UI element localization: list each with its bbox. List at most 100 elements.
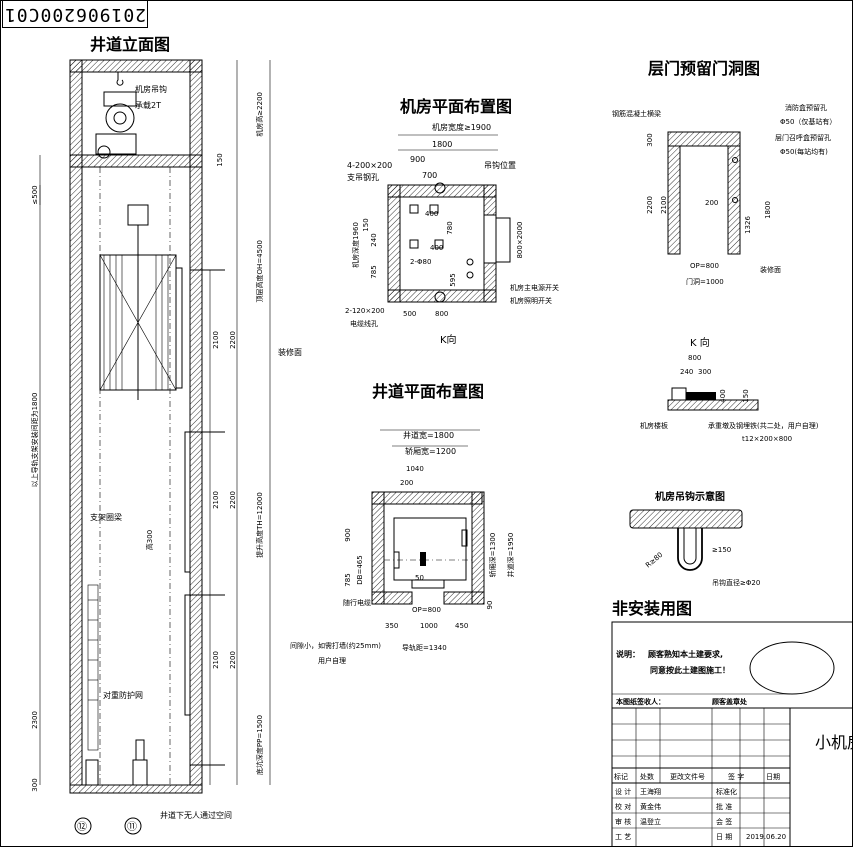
kview-w300-label: 300 xyxy=(698,368,711,376)
elevation-d500-label: ≤500 xyxy=(31,185,39,204)
titleblock-rows-2-0-label: 审 核 xyxy=(615,817,631,826)
titleblock-product-label: 小机房 xyxy=(815,733,853,752)
elevation-axis_11-label: ⑪ xyxy=(127,821,137,833)
cw-buffer xyxy=(85,759,99,786)
landing-d2100-label: 2100 xyxy=(660,196,668,214)
machine_room-cable_hole-label: 2-120×200 xyxy=(345,307,385,315)
machine_room-d400a-label: 400 xyxy=(425,210,438,218)
hoistway-plan: 井道平面布置图 井道宽=1800 轿厢宽=1200 1040 200 900 轿… xyxy=(290,382,515,665)
elevation-decoration-label: 装修面 xyxy=(278,347,302,357)
elevation-machine_height-label: 机房高≥2200 xyxy=(255,92,264,137)
hoistway-note1-label: 间隙小，如需打墙(约25mm) xyxy=(290,641,381,650)
hook-dia-label: 吊钩直径≥Φ20 xyxy=(712,578,760,587)
hoistway-d465-label: DB=465 xyxy=(356,555,364,584)
landing-fire_size-label: Φ50（仅基站有） xyxy=(780,117,836,126)
traction-machine-icon xyxy=(105,103,135,133)
hoistway-cable-label: 随行电缆 xyxy=(343,598,371,607)
landing-d1326-label: 1326 xyxy=(744,216,752,234)
elevation-buffer_guard-label: 对重防护网 xyxy=(103,690,143,700)
landing-call_box-label: 层门召呼盒预留孔 xyxy=(775,133,831,142)
machine_room-w800-label: 800 xyxy=(435,310,448,318)
elevation-d2100b-label: 2100 xyxy=(212,491,220,509)
machine_room-width_min-label: 机房宽度≥1900 xyxy=(432,122,491,132)
titleblock-rows-3-0-label: 工 艺 xyxy=(615,833,631,841)
elevation-d300-label: 高300 xyxy=(145,530,154,550)
landing-d2200-label: 2200 xyxy=(646,196,654,214)
hoistway-w350-label: 350 xyxy=(385,622,398,630)
titleblock-headers-2-label: 更改文件号 xyxy=(670,772,705,781)
elevation-hoist_hook-label: 机房吊钩 xyxy=(135,84,167,94)
hoistway-d50-label: 50 xyxy=(415,574,424,582)
machine_room-d785-label: 785 xyxy=(370,265,378,278)
titleblock-rows-0-0-label: 设 计 xyxy=(615,787,631,796)
counterweight xyxy=(87,584,99,751)
elevation-support_beam-label: 支架圈梁 xyxy=(90,512,122,522)
hoistway-w1040-label: 1040 xyxy=(406,465,424,473)
machine_room-support_hole-label: 支吊钢孔 xyxy=(347,172,379,182)
titleblock-rows-2-1-label: 温登立 xyxy=(640,817,661,826)
titleblock-rows-0-2-label: 标准化 xyxy=(716,787,737,796)
elevation-axis_12-label: ⑫ xyxy=(77,821,87,833)
elevation-load_2t-label: 承载2T xyxy=(135,100,161,110)
kview-d150-label: 150 xyxy=(742,389,750,402)
hoistway-d785-label: 785 xyxy=(344,573,352,586)
landing-decoration-label: 装修面 xyxy=(760,265,781,274)
titleblock-receiver-label: 本图纸签收人： xyxy=(615,697,665,706)
machine_room-main_switch-label: 机房主电源开关 xyxy=(510,283,559,292)
machine_room-d595-label: 595 xyxy=(449,273,457,286)
left-wall xyxy=(69,59,83,786)
titles-hoistway_plan-label: 井道平面布置图 xyxy=(372,382,484,401)
titleblock-rows-2-2-label: 会 签 xyxy=(716,817,732,826)
hook-view: 机房吊钩示意图 ≥150 R≥80 吊钩直径≥Φ20 xyxy=(629,490,760,587)
title-block: 非安装用图 说明： 顾客熟知本土建要求, 同意按此土建图施工！ 本图纸签收人： … xyxy=(611,599,853,847)
hoistway-w200-label: 200 xyxy=(400,479,413,487)
elevation-d2200b-label: 2200 xyxy=(229,491,237,509)
elevation-top_height-label: 顶层高度OH=4500 xyxy=(255,240,264,302)
k-view: K 向 800 240 300 400 150 机房楼板 承重墩及钢埋铁(共二处… xyxy=(640,336,819,443)
titleblock-headers-1-label: 处数 xyxy=(640,772,654,781)
hoistway-op800-label: OP=800 xyxy=(412,606,441,614)
elevation-d2300-label: 2300 xyxy=(31,711,39,729)
elevation-d2100c-label: 2100 xyxy=(212,651,220,669)
machine_room-d240-label: 240 xyxy=(370,233,378,246)
landing-fire_box-label: 消防盒预留孔 xyxy=(785,103,827,112)
machine_room-hole4-label: 4-200×200 xyxy=(347,161,392,170)
landing-lintel-label: 钢筋混凝土横梁 xyxy=(612,109,661,118)
machine_room-hook_pos-label: 吊钩位置 xyxy=(484,160,516,170)
landing-d300-label: 300 xyxy=(646,133,654,146)
elevation-d150-label: 150 xyxy=(216,153,224,166)
machine_room-d400b-label: 400 xyxy=(430,244,443,252)
titles-hook-label: 机房吊钩示意图 xyxy=(655,490,725,503)
machine_room-light_switch-label: 机房照明开关 xyxy=(510,296,552,305)
kview-floor-label: 机房楼板 xyxy=(640,421,668,430)
machine_room-d150-label: 150 xyxy=(362,218,370,231)
machine_room-d780-label: 780 xyxy=(446,221,454,234)
elevation-pit_depth-label: 底坑深度PP=1500 xyxy=(255,715,264,775)
right-wall xyxy=(189,59,203,786)
titleblock-customer-label: 顾客盖章处 xyxy=(712,697,748,706)
hoistway-rail_dist-label: 导轨距=1340 xyxy=(402,643,447,652)
hoistway-w450-label: 450 xyxy=(455,622,468,630)
elevation-d2200c-label: 2200 xyxy=(229,651,237,669)
titleblock-headers-0-label: 标记 xyxy=(614,772,628,781)
elevation-title: 井道立面图 xyxy=(90,35,170,54)
hook-d150-label: ≥150 xyxy=(712,546,731,554)
hook-icon xyxy=(116,72,124,86)
hook-icon xyxy=(677,528,703,571)
titleblock-rows-1-1-label: 黄金伟 xyxy=(640,802,661,811)
landing-call_size-label: Φ50(每站均有) xyxy=(780,147,828,156)
pit-slab xyxy=(69,784,203,794)
landing-door_hole-label: 门洞=1000 xyxy=(686,277,724,286)
landing-op800-label: OP=800 xyxy=(690,262,719,270)
machine_room-hole2-label: 2-Φ80 xyxy=(410,258,431,266)
titleblock-rows-3-3-label: 2019.06.20 xyxy=(746,833,786,841)
landing-door-view: 层门预留门洞图 钢筋混凝土横梁 消防盒预留孔 Φ50（仅基站有） 层门召呼盒预留… xyxy=(612,59,836,286)
titles-non_install-label: 非安装用图 xyxy=(612,599,692,618)
hoistway-car_depth-label: 轿厢深=1300 xyxy=(488,533,497,578)
elevation-d2100a-label: 2100 xyxy=(212,331,220,349)
machine_room-cable_label-label: 电缆线孔 xyxy=(350,319,378,328)
kview-plate_size-label: t12×200×800 xyxy=(742,435,792,443)
titleblock-rows-1-0-label: 校 对 xyxy=(615,802,631,811)
machine_room-w1800-label: 1800 xyxy=(432,140,452,149)
